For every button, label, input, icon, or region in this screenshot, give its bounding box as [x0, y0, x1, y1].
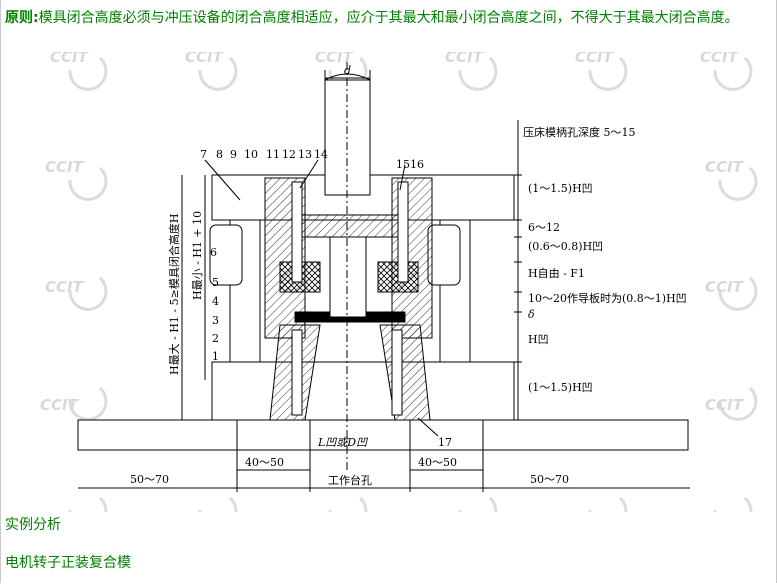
part-number: 13: [298, 148, 312, 161]
die-assembly-drawing: CCIT CCIT CCIT CCIT CCIT CCIT CCIT CCIT …: [40, 52, 758, 512]
principle-paragraph: 原则:模具闭合高度必须与冲压设备的闭合高度相适应，应介于其最大和最小闭合高度之间…: [5, 10, 773, 27]
right-label: (0.6～0.8)H凹: [528, 240, 603, 253]
guide-bush-left: [209, 224, 243, 286]
bottom-dim-label: 40～50: [418, 456, 457, 469]
right-label: δ: [528, 308, 535, 321]
svg-text:CCIT: CCIT: [185, 52, 225, 66]
watermark-mark: CCIT: [458, 496, 498, 512]
central-punch: [329, 236, 367, 318]
leader-line: [417, 417, 439, 437]
watermark-mark: CCIT: [588, 496, 628, 512]
watermark-mark: CCIT: [50, 52, 108, 91]
shank-depth-label: 压床模柄孔深度 5～15: [523, 125, 636, 139]
leader-line: [299, 159, 319, 189]
svg-text:CCIT: CCIT: [45, 158, 85, 176]
part-number: 5: [212, 276, 219, 289]
part-number: 7: [200, 148, 207, 161]
bolt-right: [397, 181, 409, 283]
watermark-mark: CCIT: [45, 158, 108, 201]
dim-d-label: d: [344, 64, 351, 77]
watermark-mark: CCIT: [328, 496, 368, 512]
watermark-mark: CCIT: [575, 52, 628, 91]
part-number: 4: [212, 295, 219, 308]
watermark-mark: CCIT: [705, 386, 758, 421]
svg-text:CCIT: CCIT: [50, 52, 90, 66]
bottom-dim-label: 50～70: [530, 473, 569, 486]
watermark-layer: CCIT CCIT CCIT CCIT CCIT CCIT CCIT CCIT …: [40, 52, 758, 512]
right-label: 10～20作导板时为(0.8～1)H凹: [528, 291, 687, 305]
part-number: 3: [212, 314, 219, 327]
svg-text:CCIT: CCIT: [705, 396, 745, 414]
bolt-left: [291, 181, 303, 283]
part-number: 10: [244, 148, 258, 161]
bolt-lower-left: [291, 329, 303, 416]
svg-text:CCIT: CCIT: [445, 52, 485, 66]
part-number: 12: [282, 148, 296, 161]
watermark-mark: CCIT: [700, 52, 753, 91]
table-hole: [309, 419, 411, 451]
watermark-mark: CCIT: [705, 276, 758, 311]
part-number: 17: [438, 436, 452, 449]
watermark-mark: CCIT: [445, 52, 498, 91]
part-number: 8: [216, 148, 223, 161]
vertical-label: H最小 - H1 + 10: [191, 211, 204, 300]
section-case-analysis: 实例分析: [5, 517, 61, 533]
watermark-mark: CCIT: [198, 496, 238, 512]
svg-text:CCIT: CCIT: [700, 52, 740, 66]
part-number: 9: [230, 148, 237, 161]
part-number: 6: [210, 246, 217, 259]
right-label: H凹: [528, 333, 549, 346]
part-number: 1: [212, 350, 219, 363]
part-number: 16: [410, 158, 424, 171]
lower-die-base: [211, 361, 515, 421]
watermark-mark: CCIT: [40, 386, 108, 421]
bottom-dim-label: 40～50: [245, 456, 284, 469]
right-label: (1～1.5)H凹: [528, 381, 593, 394]
watermark-mark: CCIT: [68, 496, 108, 512]
part-number: 11: [266, 148, 280, 161]
watermark-mark: CCIT: [185, 52, 238, 91]
watermark-mark: CCIT: [713, 496, 753, 512]
svg-text:CCIT: CCIT: [45, 278, 85, 296]
right-label: 6～12: [528, 221, 560, 234]
part-number: 14: [314, 148, 328, 161]
center-dim-label: L凹或D凹: [317, 436, 368, 449]
vertical-label: H最大 - H1 - 5≥模具闭合高度H: [167, 214, 181, 375]
part-number: 15: [396, 158, 410, 171]
bolt-lower-right: [391, 329, 403, 416]
principle-text: 模具闭合高度必须与冲压设备的闭合高度相适应，应介于其最大和最小闭合高度之间，不得…: [38, 10, 739, 26]
bottom-dim-label: 50～70: [130, 473, 169, 486]
drawing-lines: [77, 62, 690, 492]
svg-text:CCIT: CCIT: [705, 278, 745, 296]
guide-bush-right: [427, 224, 461, 286]
section-motor-rotor: 电机转子正装复合模: [5, 555, 131, 571]
table-hole-label: 工作台孔: [328, 473, 372, 487]
svg-text:CCIT: CCIT: [575, 52, 615, 66]
watermark-mark: CCIT: [705, 158, 758, 201]
leader-line: [204, 159, 241, 201]
svg-text:CCIT: CCIT: [40, 396, 80, 414]
right-label: (1～1.5)H凹: [528, 182, 593, 195]
watermark-mark: CCIT: [45, 276, 108, 311]
punch-plate: [299, 214, 401, 238]
principle-label: 原则:: [5, 10, 39, 26]
part-number: 2: [212, 332, 219, 345]
svg-text:CCIT: CCIT: [315, 52, 355, 66]
right-label: H自由 - F1: [528, 266, 585, 280]
leader-line: [399, 164, 406, 191]
svg-text:CCIT: CCIT: [705, 158, 745, 176]
